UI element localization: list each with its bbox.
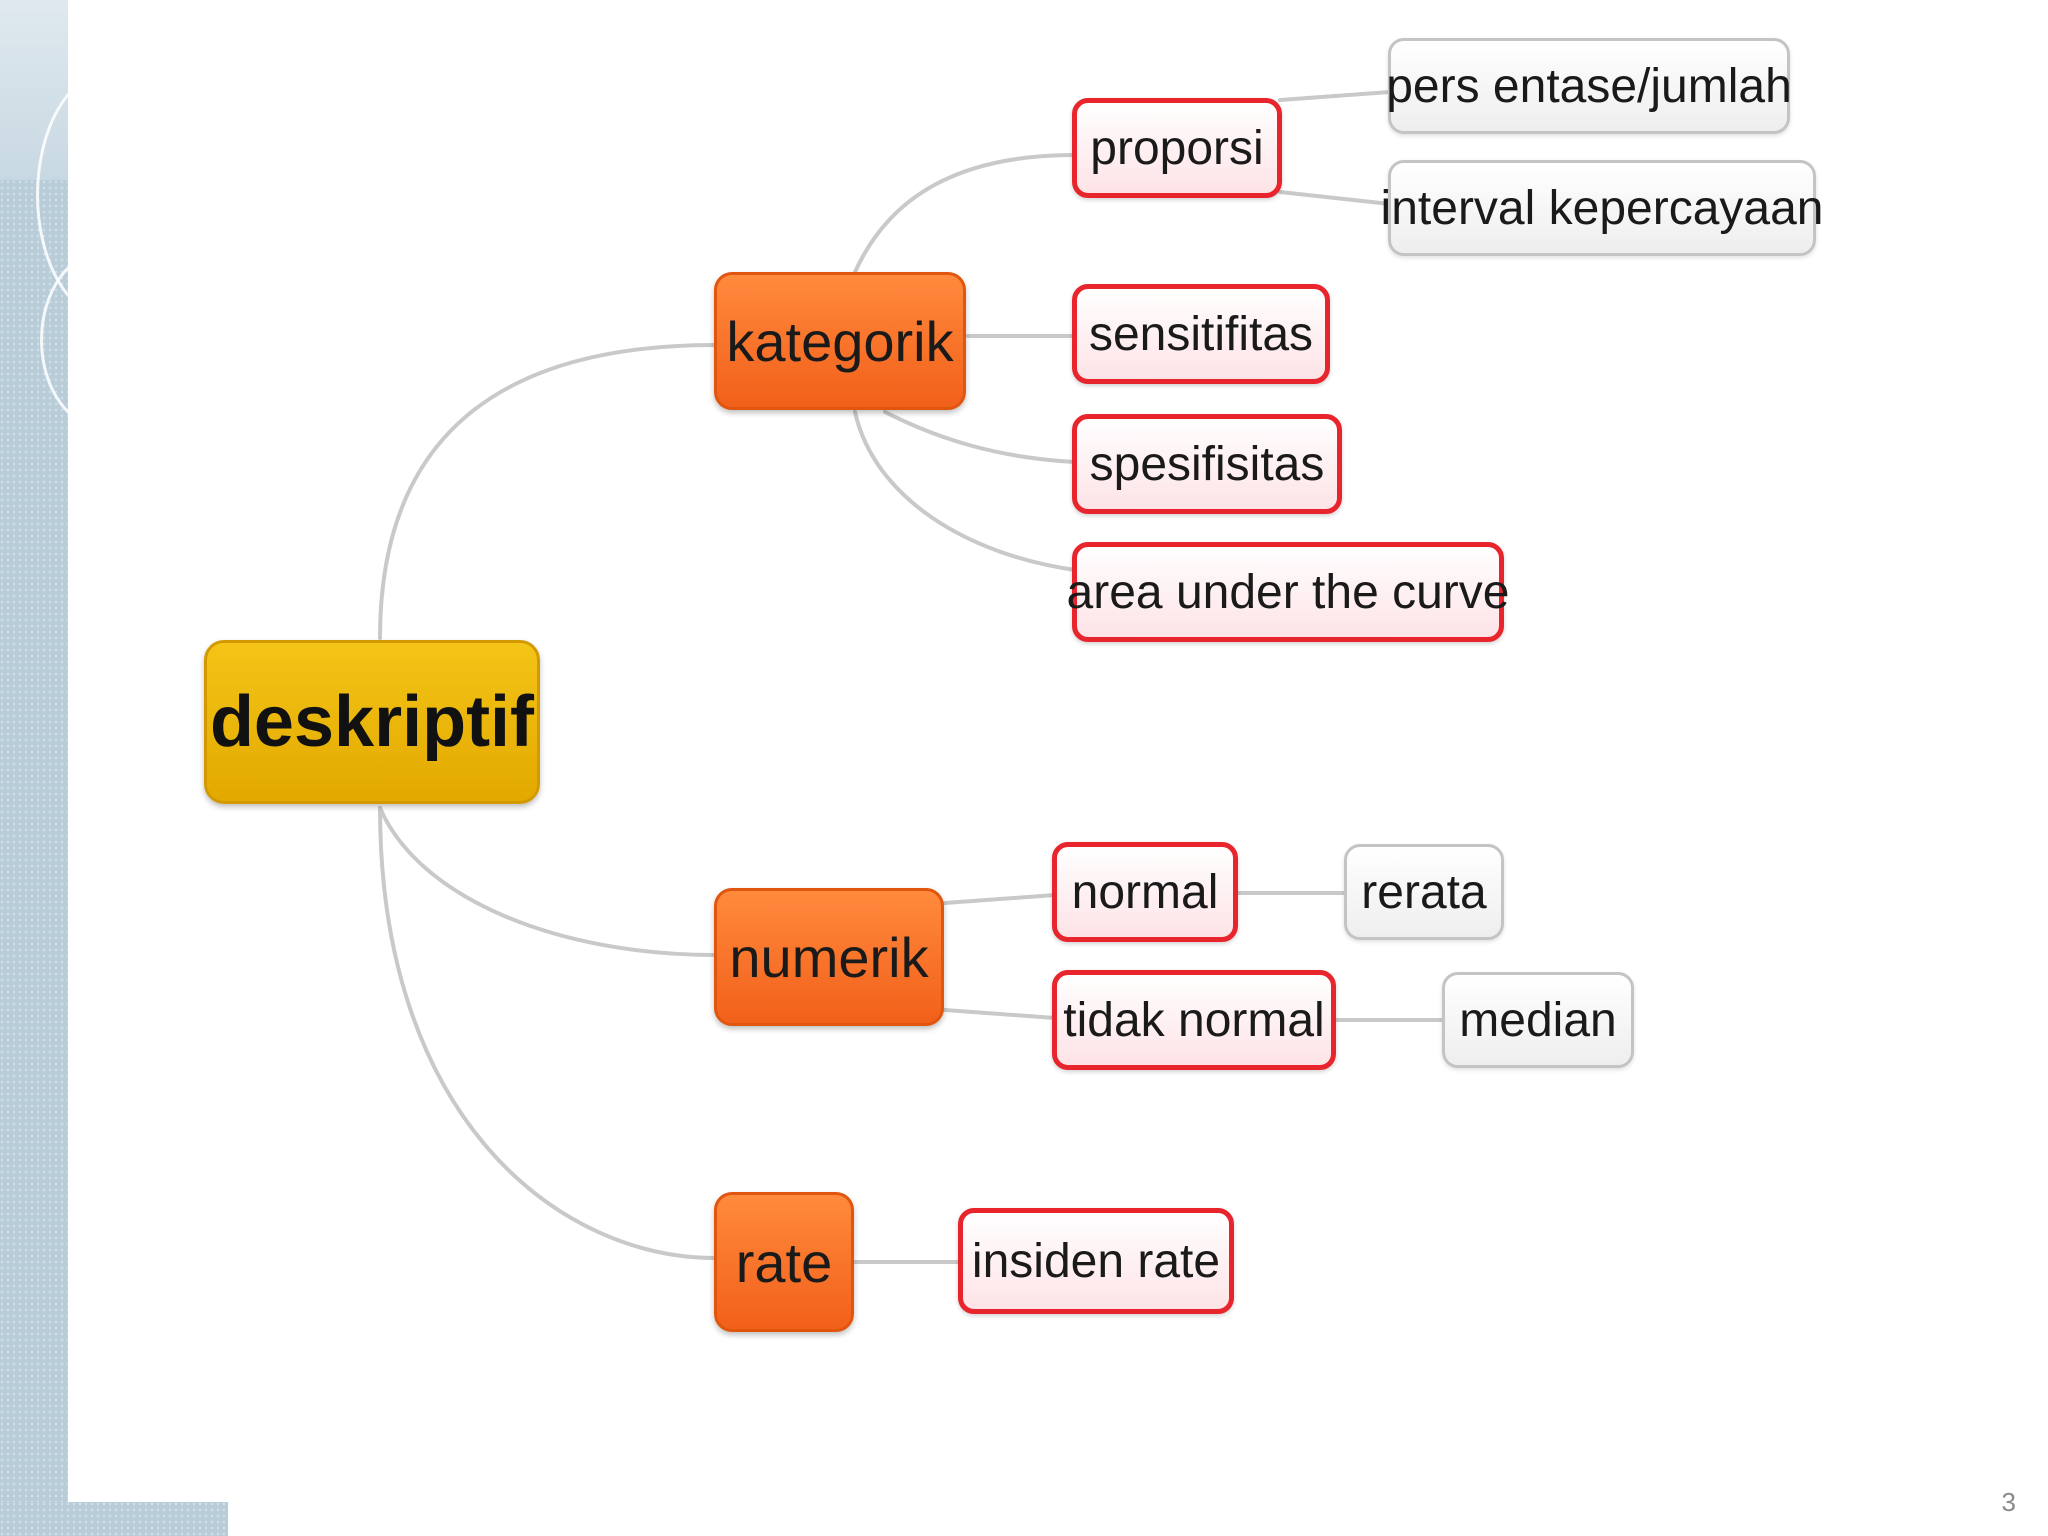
branch-node-kategorik[interactable]: kategorik: [714, 272, 966, 410]
leaf-node-insiden-rate[interactable]: insiden rate: [958, 1208, 1234, 1314]
leaf-label-tidak-normal: tidak normal: [1063, 993, 1325, 1047]
connector-numerik-tidaknormal: [943, 1008, 1057, 1020]
leaf-label-proporsi: proporsi: [1090, 121, 1264, 175]
connector-proporsi-persentase: [1278, 90, 1392, 102]
leaf-label-interval-kepercayaan: interval kepercayaan: [1380, 181, 1824, 235]
connector-kategorik-proporsi: [853, 153, 1077, 274]
page-number: 3: [2001, 1487, 2016, 1517]
connector-root-numerik: [378, 806, 717, 957]
leaf-node-median[interactable]: median: [1442, 972, 1634, 1068]
leaf-node-normal[interactable]: normal: [1052, 842, 1238, 942]
leaf-label-area-under-the-curve: area under the curve: [1066, 565, 1510, 619]
root-node-label: deskriptif: [209, 682, 535, 762]
leaf-label-insiden-rate: insiden rate: [971, 1234, 1221, 1288]
branch-label-rate: rate: [735, 1230, 833, 1294]
connector-kategorik-auc: [853, 410, 1077, 572]
leaf-node-area-under-the-curve[interactable]: area under the curve: [1067, 542, 1509, 642]
leaf-node-interval-kepercayaan[interactable]: interval kepercayaan: [1381, 160, 1823, 256]
leaf-label-normal: normal: [1071, 865, 1219, 919]
leaf-label-rerata: rerata: [1361, 865, 1487, 919]
connector-root-rate: [378, 806, 717, 1260]
branch-node-rate[interactable]: rate: [714, 1192, 854, 1332]
connector-numerik-normal: [943, 893, 1057, 905]
branch-label-kategorik: kategorik: [726, 309, 954, 373]
connector-proporsi-interval: [1278, 190, 1392, 206]
connector-kategorik-spesifisitas: [883, 410, 1077, 464]
branch-label-numerik: numerik: [729, 925, 929, 989]
leaf-node-persentase-jumlah[interactable]: pers entase/jumlah: [1386, 38, 1792, 134]
leaf-label-persentase-jumlah: pers entase/jumlah: [1386, 59, 1792, 113]
leaf-label-spesifisitas: spesifisitas: [1089, 437, 1325, 491]
mindmap-root-node[interactable]: deskriptif: [204, 640, 540, 804]
leaf-label-median: median: [1459, 993, 1617, 1047]
leaf-label-sensitifitas: sensitifitas: [1088, 307, 1314, 361]
bottom-decorative-strip: [0, 1502, 228, 1536]
leaf-node-proporsi[interactable]: proporsi: [1072, 98, 1282, 198]
branch-node-numerik[interactable]: numerik: [714, 888, 944, 1026]
leaf-node-rerata[interactable]: rerata: [1344, 844, 1504, 940]
connector-root-kategorik: [378, 343, 717, 640]
leaf-node-tidak-normal[interactable]: tidak normal: [1052, 970, 1336, 1070]
decorative-ring-bottom: [40, 250, 170, 430]
leaf-node-spesifisitas[interactable]: spesifisitas: [1072, 414, 1342, 514]
leaf-node-sensitifitas[interactable]: sensitifitas: [1072, 284, 1330, 384]
